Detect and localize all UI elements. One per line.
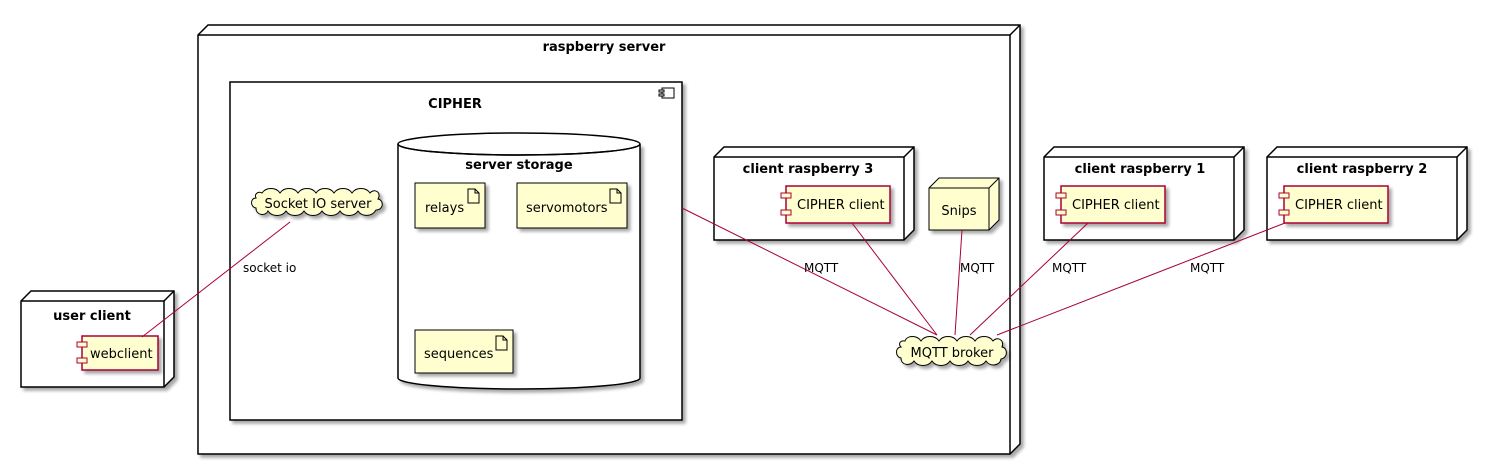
cipher-client-2-component: CIPHER client <box>1278 185 1389 224</box>
artifact-icon <box>495 335 508 351</box>
cipher-client-1-component: CIPHER client <box>1055 185 1166 224</box>
client-raspberry-3-title: client raspberry 3 <box>743 162 874 177</box>
socket-io-server-cloud: Socket IO server <box>251 188 383 216</box>
snips-label: Snips <box>941 204 976 219</box>
relays-label: relays <box>425 201 464 216</box>
edge-label-mqtt-client-1: MQTT <box>1052 261 1087 275</box>
mqtt-broker-label: MQTT broker <box>911 346 995 361</box>
edges <box>141 207 1286 338</box>
raspberry-server-title: raspberry server <box>543 40 666 55</box>
socket-io-server-label: Socket IO server <box>265 197 373 212</box>
servomotors-artifact: servomotors <box>516 182 628 229</box>
servomotors-label: servomotors <box>526 201 608 216</box>
client-raspberry-1-title: client raspberry 1 <box>1075 162 1206 177</box>
edge-snips-mqtt <box>954 229 963 336</box>
edge-client1-mqtt <box>969 222 1089 336</box>
webclient-component: webclient <box>76 335 159 371</box>
edge-client3-mqtt <box>851 222 938 336</box>
cipher-title: CIPHER <box>428 97 482 112</box>
sequences-artifact: sequences <box>414 329 514 374</box>
webclient-label: webclient <box>90 347 153 362</box>
edge-socket-io <box>141 221 291 338</box>
edge-cipher-mqtt <box>681 207 938 336</box>
edge-label-socket-io: socket io <box>243 261 296 275</box>
artifact-icon <box>467 188 480 204</box>
server-storage-title: server storage <box>465 158 573 173</box>
edge-client2-mqtt <box>996 222 1286 336</box>
snips-node: Snips <box>928 177 1000 231</box>
cipher-client-1-label: CIPHER client <box>1072 198 1160 213</box>
edge-label-mqtt-snips: MQTT <box>960 261 995 275</box>
cipher-client-3-component: CIPHER client <box>780 185 891 224</box>
cipher-client-3-label: CIPHER client <box>797 198 885 213</box>
artifact-icon <box>609 188 622 204</box>
mqtt-broker-cloud: MQTT broker <box>896 336 1007 366</box>
component-icon <box>658 87 675 99</box>
client-raspberry-2-title: client raspberry 2 <box>1297 162 1428 177</box>
edge-label-mqtt-client-2: MQTT <box>1190 261 1225 275</box>
cipher-client-2-label: CIPHER client <box>1295 198 1383 213</box>
edge-label-mqtt-cipher: MQTT <box>804 261 839 275</box>
sequences-label: sequences <box>424 347 494 362</box>
user-client-title: user client <box>53 309 131 324</box>
relays-artifact: relays <box>414 182 486 229</box>
